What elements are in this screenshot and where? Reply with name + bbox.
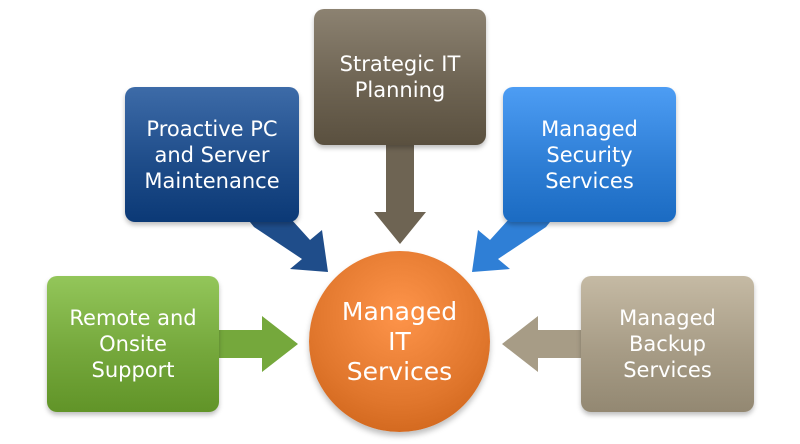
arrow-top: [374, 140, 426, 244]
node-managed-security: Managed Security Services: [503, 87, 676, 222]
node-managed-backup: Managed Backup Services: [581, 276, 754, 412]
arrow-bottom-right: [502, 316, 590, 372]
hub-managed-it-services: Managed IT Services: [309, 251, 490, 432]
node-remote-onsite-support: Remote and Onsite Support: [47, 276, 219, 412]
node-strategic-it-planning: Strategic IT Planning: [314, 9, 486, 145]
arrow-bottom-left: [210, 316, 298, 372]
node-proactive-maintenance: Proactive PC and Server Maintenance: [125, 87, 299, 222]
